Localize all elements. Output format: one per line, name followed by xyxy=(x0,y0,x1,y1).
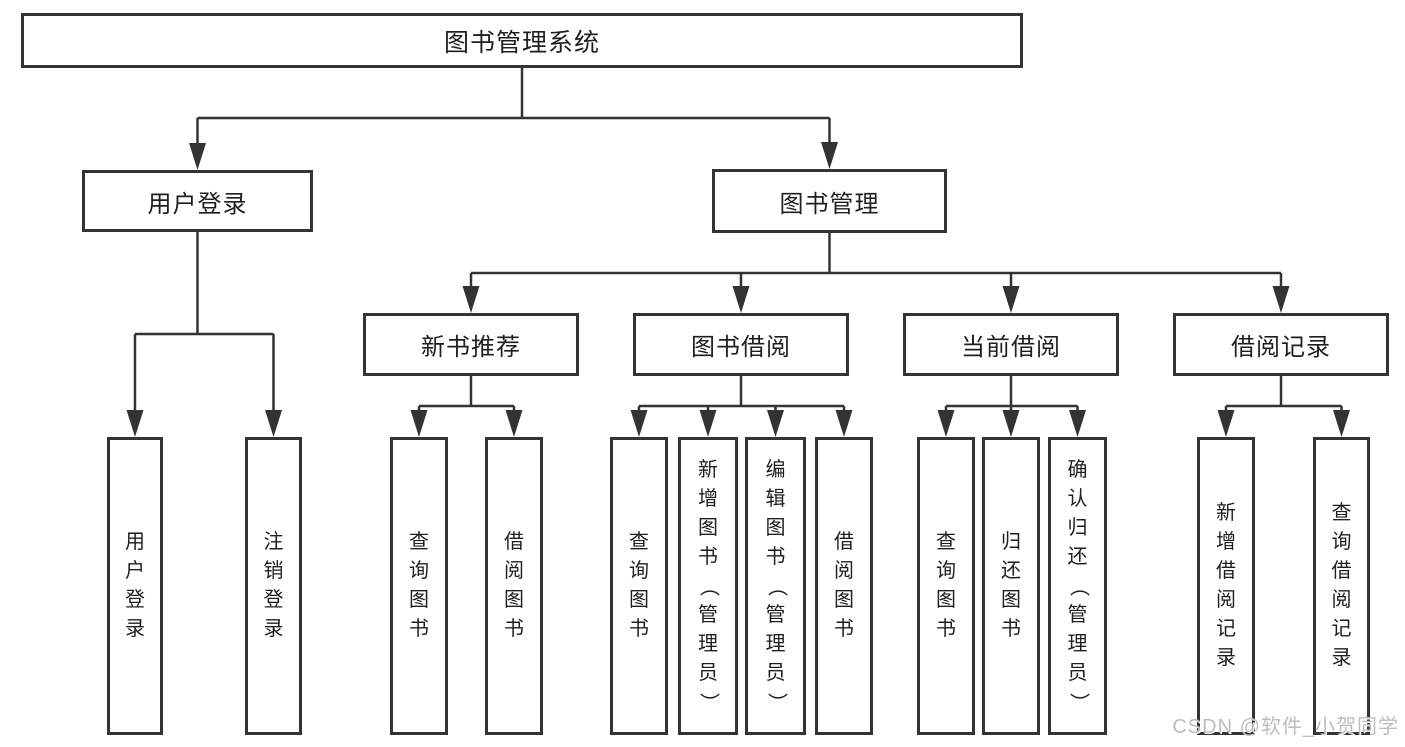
node-current-borrowing: 当前借阅 xyxy=(903,313,1119,376)
vertical-char: 查 xyxy=(409,531,429,553)
vertical-char: 借 xyxy=(1331,560,1352,582)
leaf-logout: 注销登录 xyxy=(245,437,302,735)
vertical-char: 书 xyxy=(698,545,718,568)
vertical-char: 询 xyxy=(1331,531,1352,553)
vertical-char: 书 xyxy=(629,618,649,640)
vertical-char: 登 xyxy=(125,589,145,611)
vertical-char: 增 xyxy=(1216,531,1236,553)
vertical-char: 理 xyxy=(698,632,718,655)
leaf-bb-add-books-admin: 新增图书 （ 管理员 ） xyxy=(678,437,738,735)
vertical-char: 员 xyxy=(698,661,718,684)
vertical-char: 编 xyxy=(765,458,786,481)
leaf-bb-borrow-books: 借阅图书 xyxy=(815,437,873,735)
leaf-cb-return-books: 归还图书 xyxy=(982,437,1040,735)
vertical-char: 管 xyxy=(698,603,718,626)
vertical-char: 录 xyxy=(1331,647,1352,669)
vertical-char: 图 xyxy=(834,589,854,611)
vertical-char: （ xyxy=(765,576,787,596)
vertical-char: 查 xyxy=(936,531,956,553)
vertical-char: 理 xyxy=(1067,632,1088,655)
vertical-char: 查 xyxy=(1331,502,1352,524)
connector-paths xyxy=(133,68,1343,412)
node-new-book-recommend: 新书推荐 xyxy=(363,313,579,376)
vertical-char: 记 xyxy=(1216,618,1236,640)
vertical-char: 新 xyxy=(698,458,718,481)
node-library-management-system: 图书管理系统 xyxy=(21,13,1023,68)
vertical-char: 阅 xyxy=(1216,589,1236,611)
leaf-cb-query-books: 查询图书 xyxy=(917,437,975,735)
vertical-char: （ xyxy=(1067,576,1089,596)
vertical-char: 借 xyxy=(834,531,854,553)
vertical-char: ） xyxy=(1067,692,1089,712)
vertical-char: 归 xyxy=(1001,531,1021,553)
vertical-char: 确 xyxy=(1067,458,1088,481)
vertical-char: 书 xyxy=(936,618,956,640)
vertical-char: 书 xyxy=(1001,618,1021,640)
vertical-char: 注 xyxy=(263,531,284,553)
node-book-management: 图书管理 xyxy=(712,169,947,233)
vertical-char: 询 xyxy=(409,560,429,582)
vertical-char: 借 xyxy=(1216,560,1236,582)
vertical-char: 增 xyxy=(698,487,718,510)
vertical-char: 图 xyxy=(698,516,718,539)
vertical-char: 查 xyxy=(629,531,649,553)
vertical-char: 新 xyxy=(1216,502,1236,524)
vertical-char: 图 xyxy=(1001,589,1021,611)
vertical-char: 理 xyxy=(765,632,786,655)
vertical-char: 员 xyxy=(765,661,786,684)
vertical-char: 认 xyxy=(1067,487,1088,510)
vertical-char: 阅 xyxy=(1331,589,1352,611)
csdn-watermark: CSDN @软件_小贺同学 xyxy=(1172,716,1399,738)
vertical-char: 录 xyxy=(1216,647,1236,669)
vertical-char: 用 xyxy=(125,531,145,553)
leaf-user-login: 用户登录 xyxy=(107,437,163,735)
leaf-br-query-borrow-record: 查询借阅记录 xyxy=(1313,437,1370,735)
vertical-char: 还 xyxy=(1001,560,1021,582)
vertical-char: 询 xyxy=(936,560,956,582)
leaf-bb-edit-books-admin: 编辑图书 （ 管理员 ） xyxy=(745,437,806,735)
vertical-char: 书 xyxy=(834,618,854,640)
vertical-char: 还 xyxy=(1067,545,1088,568)
vertical-char: 辑 xyxy=(765,487,786,510)
vertical-char: 登 xyxy=(263,589,284,611)
vertical-char: 书 xyxy=(504,618,524,640)
vertical-char: （ xyxy=(697,576,720,596)
vertical-char: 阅 xyxy=(834,560,854,582)
node-borrow-records: 借阅记录 xyxy=(1173,313,1389,376)
leaf-nbr-borrow-books: 借阅图书 xyxy=(485,437,543,735)
vertical-char: 询 xyxy=(629,560,649,582)
vertical-char: 员 xyxy=(1067,661,1088,684)
node-user-login: 用户登录 xyxy=(82,170,313,232)
leaf-nbr-query-books: 查询图书 xyxy=(390,437,448,735)
vertical-char: 借 xyxy=(504,531,524,553)
vertical-char: 归 xyxy=(1067,516,1088,539)
vertical-char: 销 xyxy=(263,560,284,582)
vertical-char: 书 xyxy=(765,545,786,568)
vertical-char: 记 xyxy=(1331,618,1352,640)
vertical-char: ） xyxy=(697,692,720,712)
arrowheads xyxy=(126,142,1350,437)
leaf-bb-query-books: 查询图书 xyxy=(610,437,668,735)
vertical-char: 图 xyxy=(504,589,524,611)
vertical-char: 图 xyxy=(629,589,649,611)
leaf-cb-confirm-return-admin: 确认归还 （ 管理员 ） xyxy=(1048,437,1107,735)
vertical-char: 阅 xyxy=(504,560,524,582)
vertical-char: 书 xyxy=(409,618,429,640)
vertical-char: 户 xyxy=(125,560,145,582)
vertical-char: 图 xyxy=(936,589,956,611)
leaf-br-add-borrow-record: 新增借阅记录 xyxy=(1197,437,1255,735)
node-book-borrowing: 图书借阅 xyxy=(633,313,849,376)
vertical-char: 图 xyxy=(765,516,786,539)
vertical-char: 管 xyxy=(1067,603,1088,626)
vertical-char: ） xyxy=(765,692,787,712)
vertical-char: 录 xyxy=(263,618,284,640)
vertical-char: 录 xyxy=(125,618,145,640)
vertical-char: 管 xyxy=(765,603,786,626)
vertical-char: 图 xyxy=(409,589,429,611)
